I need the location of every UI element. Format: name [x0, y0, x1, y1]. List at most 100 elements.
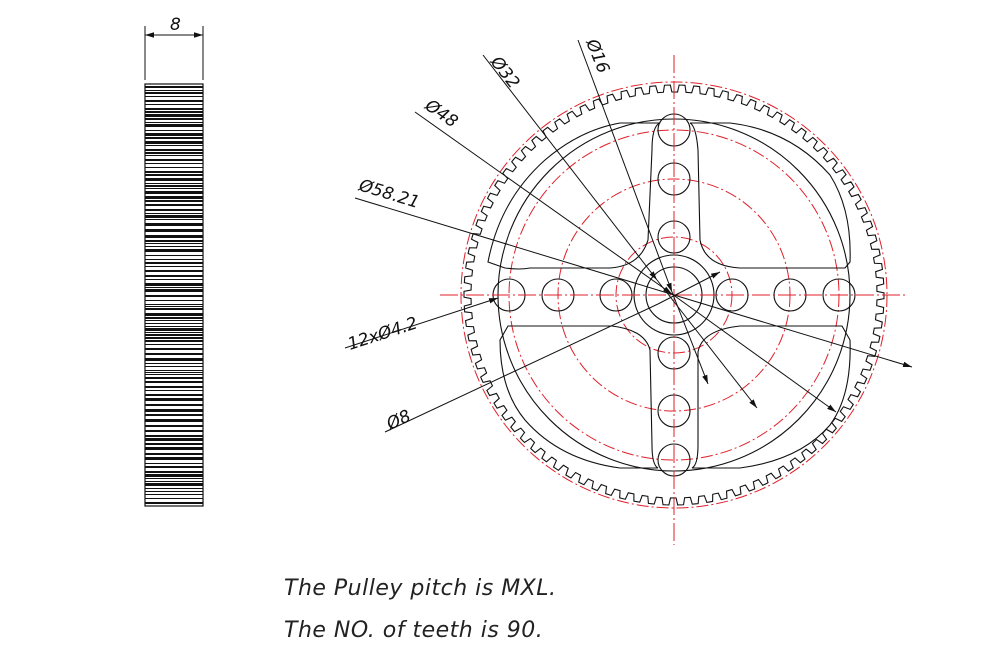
- side-tooth-line: [145, 213, 203, 214]
- side-tooth-line: [145, 145, 203, 146]
- side-tooth-line: [145, 185, 203, 187]
- side-tooth-line: [145, 363, 203, 364]
- pulley-teeth-outline: [463, 84, 885, 506]
- cutout-top-left: [487, 122, 661, 270]
- side-view: 8: [144, 15, 204, 507]
- side-tooth-line: [145, 463, 203, 464]
- side-tooth-line: [145, 313, 203, 316]
- side-tooth-line: [145, 295, 203, 297]
- side-tooth-line: [145, 287, 203, 288]
- side-tooth-line: [145, 275, 203, 277]
- side-tooth-line: [145, 183, 203, 184]
- side-tooth-line: [145, 215, 203, 218]
- side-tooth-line: [145, 86, 203, 88]
- note-teeth: The NO. of teeth is 90.: [284, 618, 544, 643]
- side-tooth-line: [145, 377, 203, 379]
- side-tooth-line: [145, 334, 203, 336]
- side-tooth-line: [145, 133, 203, 136]
- side-tooth-line: [145, 453, 203, 455]
- side-tooth-line: [145, 219, 203, 220]
- side-tooth-line: [145, 96, 203, 97]
- side-tooth-line: [145, 174, 203, 176]
- side-tooth-line: [145, 358, 203, 361]
- side-tooth-line: [145, 425, 203, 427]
- cutout-bottom-left: [499, 325, 659, 469]
- side-tooth-line: [145, 229, 203, 232]
- side-tooth-line: [145, 167, 203, 168]
- cutout-top-right: [689, 122, 851, 269]
- side-tooth-line: [145, 471, 203, 473]
- side-tooth-line: [145, 266, 203, 267]
- leader-d58: [354, 197, 675, 296]
- side-tooth-line: [145, 332, 203, 333]
- side-view-teeth-lines: [145, 86, 203, 504]
- side-tooth-line: [145, 348, 203, 350]
- side-tooth-line: [145, 483, 203, 486]
- side-tooth-line: [145, 152, 203, 154]
- dimension-d48: Ø48: [420, 95, 461, 132]
- side-tooth-line: [145, 386, 203, 388]
- side-tooth-line: [145, 122, 203, 123]
- side-tooth-line: [145, 435, 203, 437]
- side-tooth-line: [145, 90, 203, 91]
- side-tooth-line: [145, 394, 203, 396]
- side-tooth-line: [145, 481, 203, 482]
- side-tooth-line: [145, 502, 203, 504]
- side-tooth-line: [145, 353, 203, 355]
- side-tooth-line: [145, 130, 203, 131]
- side-tooth-line: [145, 204, 203, 206]
- side-tooth-line: [145, 494, 203, 495]
- side-tooth-line: [145, 159, 203, 161]
- side-tooth-line: [145, 279, 203, 280]
- side-tooth-line: [145, 124, 203, 127]
- side-tooth-line: [145, 300, 203, 301]
- side-tooth-line: [145, 328, 203, 331]
- side-tooth-line: [145, 200, 203, 202]
- side-tooth-line: [145, 118, 203, 120]
- side-tooth-line: [145, 163, 203, 164]
- side-tooth-line: [145, 104, 203, 105]
- side-tooth-line: [145, 340, 203, 342]
- leader-d32-ext: [656, 279, 758, 409]
- width-dimension-label: 8: [170, 15, 181, 35]
- side-tooth-line: [145, 404, 203, 406]
- leader-d16: [577, 39, 673, 293]
- leader-d8-b: [657, 271, 721, 305]
- side-tooth-line: [145, 366, 203, 367]
- side-tooth-line: [145, 255, 203, 256]
- leader-d32: [482, 54, 658, 281]
- side-tooth-line: [145, 491, 203, 492]
- dimension-holes: 12xØ4.2: [345, 313, 420, 354]
- side-tooth-line: [145, 108, 203, 110]
- side-tooth-line: [145, 370, 203, 371]
- side-tooth-line: [145, 457, 203, 460]
- side-tooth-line: [145, 243, 203, 244]
- side-tooth-line: [145, 188, 203, 189]
- side-tooth-line: [145, 466, 203, 468]
- side-tooth-line: [145, 438, 203, 441]
- side-tooth-line: [145, 374, 203, 375]
- side-tooth-line: [145, 390, 203, 391]
- side-tooth-line: [145, 196, 203, 199]
- side-tooth-line: [145, 209, 203, 211]
- leader-d16-ext: [671, 291, 709, 385]
- side-tooth-line: [145, 111, 203, 113]
- side-tooth-line: [145, 308, 203, 310]
- side-tooth-line: [145, 381, 203, 383]
- side-tooth-line: [145, 306, 203, 307]
- side-tooth-line: [145, 320, 203, 321]
- side-tooth-line: [145, 398, 203, 401]
- side-tooth-line: [145, 240, 203, 242]
- side-tooth-line: [145, 141, 203, 144]
- side-tooth-line: [145, 323, 203, 324]
- dimension-d58: Ø58.21: [356, 175, 422, 213]
- side-tooth-line: [145, 155, 203, 156]
- side-tooth-line: [145, 337, 203, 339]
- front-view: Ø32 Ø16 Ø48 Ø58.21 12xØ4.2 Ø8: [344, 35, 913, 545]
- leader-d8: [384, 303, 659, 433]
- side-tooth-line: [145, 317, 203, 319]
- side-tooth-line: [145, 344, 203, 345]
- side-tooth-line: [145, 171, 203, 173]
- side-tooth-line: [145, 246, 203, 247]
